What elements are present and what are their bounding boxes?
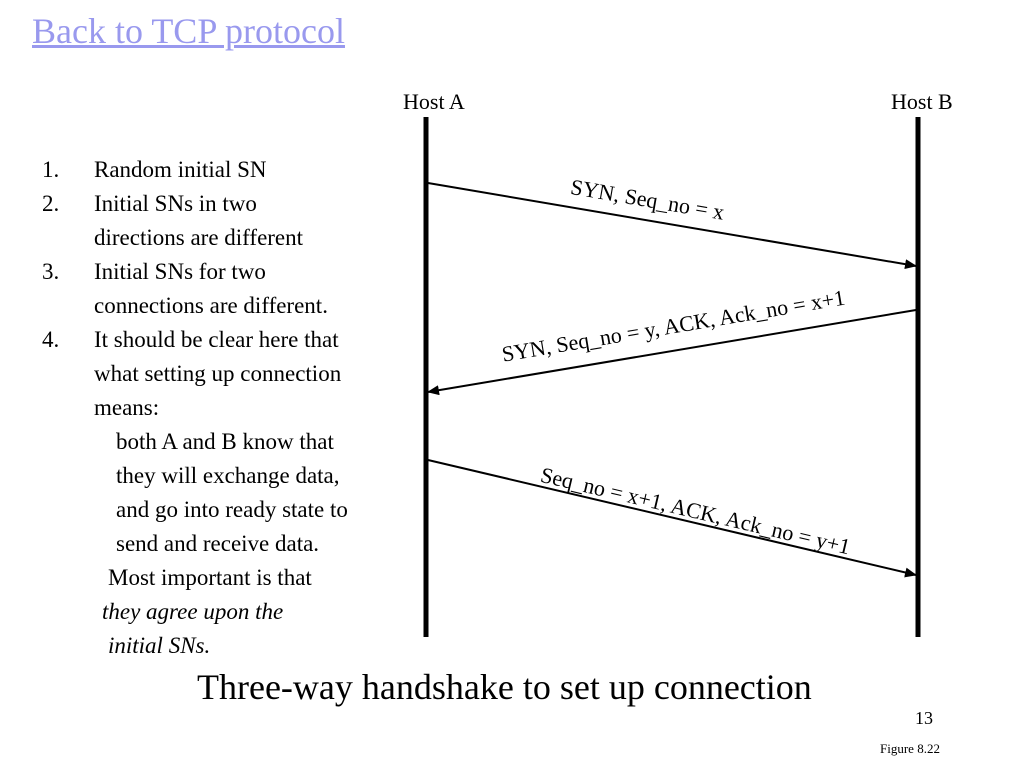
note-4-number: 4. (42, 327, 60, 352)
emphasis-line-3: initial SNs. (108, 629, 210, 663)
note-1-line-1: Random initial SN (94, 157, 267, 182)
emphasis-line-1: Most important is that (108, 565, 312, 590)
host-b-label: Host B (891, 89, 953, 114)
note-4-line-3: means: (94, 395, 160, 420)
slide-caption: Three-way handshake to set up connection (197, 667, 812, 707)
sub-note-line-4: send and receive data. (116, 531, 320, 556)
emphasis-italic-3: initial SNs. (108, 633, 211, 658)
ack-arrow (427, 459, 917, 578)
figure-reference: Figure 8.22 (880, 741, 940, 756)
sub-note-line-3: and go into ready state to (116, 497, 348, 522)
back-to-tcp-protocol-link[interactable]: Back to TCP protocol (32, 11, 345, 51)
note-2-number: 2. (42, 191, 60, 216)
sub-note-line-1: both A and B know that (116, 429, 334, 454)
emphasis-line-2: they agree upon the (102, 595, 283, 629)
host-a-label: Host A (403, 89, 465, 114)
note-3-number: 3. (42, 259, 60, 284)
note-3-line-1: Initial SNs for two (94, 259, 266, 284)
note-4-line-1: It should be clear here that (94, 327, 339, 352)
syn-arrow (427, 182, 917, 270)
note-4-line-2: what setting up connection (94, 361, 342, 386)
note-2-line-1: Initial SNs in two (94, 191, 257, 216)
emphasis-italic-2: they agree upon the (102, 599, 284, 624)
note-2-line-2: directions are different (94, 225, 304, 250)
page-number: 13 (915, 708, 933, 728)
syn-ack-arrow (427, 309, 917, 396)
sub-note-line-2: they will exchange data, (116, 463, 340, 488)
note-3-line-2: connections are different. (94, 293, 328, 318)
note-1-number: 1. (42, 157, 60, 182)
